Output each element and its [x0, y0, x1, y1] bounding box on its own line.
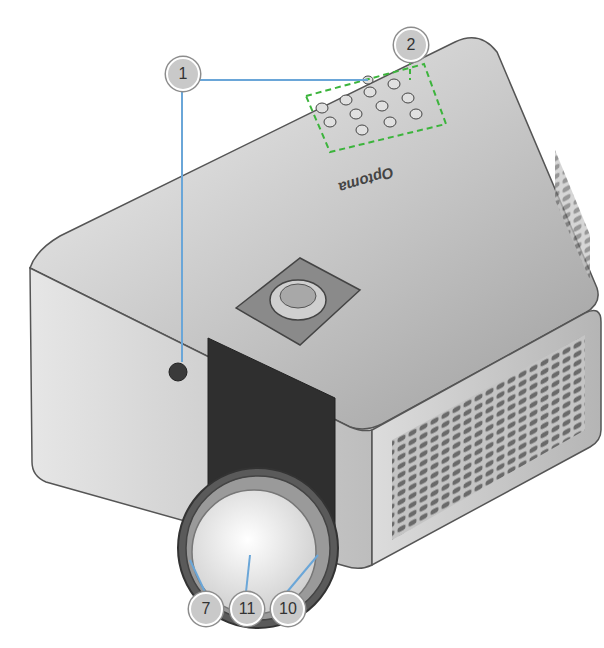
callout-number: 10 — [271, 592, 305, 626]
callout-number: 1 — [166, 57, 200, 91]
callout-number: 11 — [230, 592, 264, 626]
callout-number: 7 — [189, 592, 223, 626]
callout-number: 2 — [394, 28, 428, 62]
